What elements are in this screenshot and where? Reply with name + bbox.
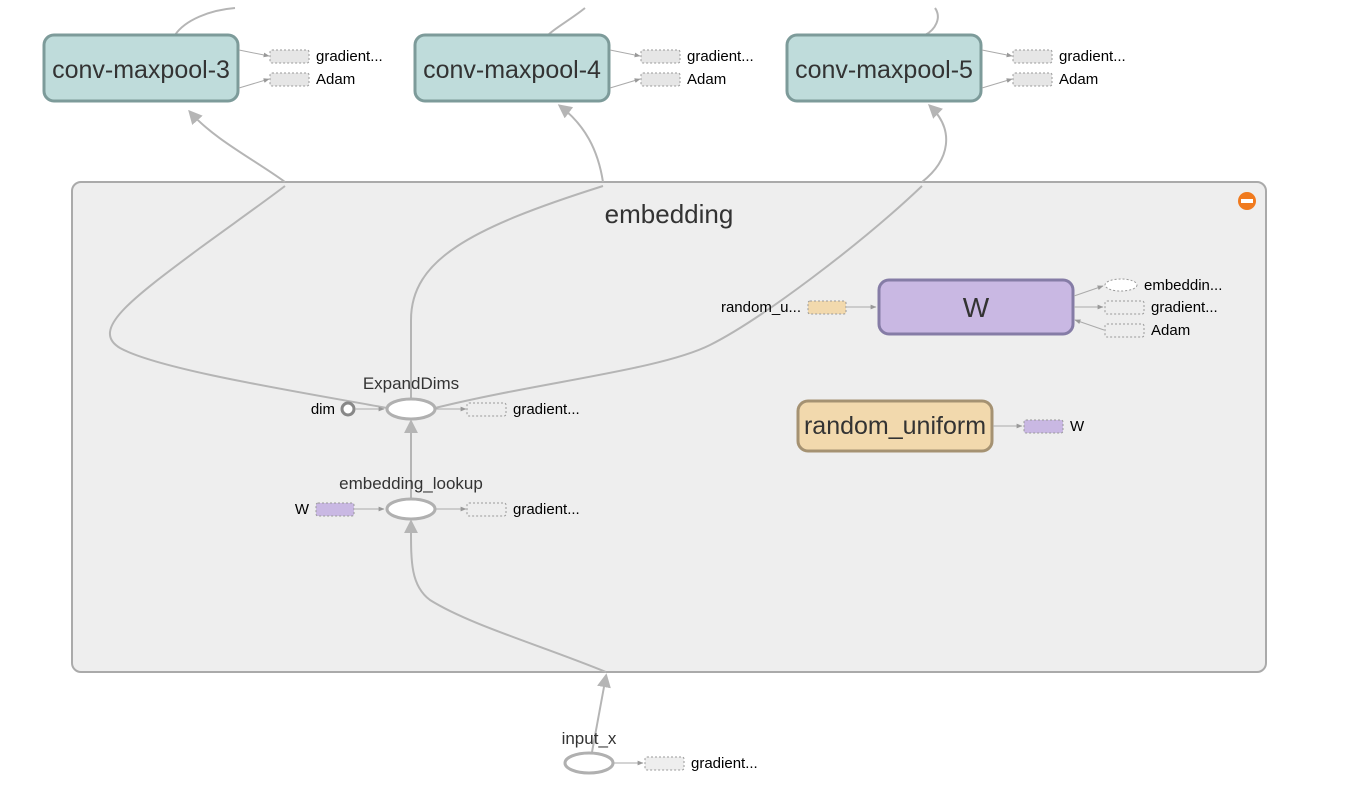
edge-conv3-entry <box>188 109 286 183</box>
expanddims-node[interactable] <box>385 397 437 421</box>
gradient-stub[interactable] <box>269 49 310 64</box>
edge-conv4-entry <box>557 104 604 183</box>
lookup-gradient-stub[interactable] <box>466 502 507 517</box>
edge-expanddims-conv3 <box>108 185 388 409</box>
w-variable-label: W <box>963 292 990 323</box>
conv-maxpool-4-aux: gradient... Adam <box>609 48 754 89</box>
w-adam-label: Adam <box>1151 322 1190 339</box>
conv-maxpool-4-adam-label: Adam <box>687 71 726 88</box>
w-gradient-label: gradient... <box>1151 299 1218 316</box>
input-x-gradient-label: gradient... <box>691 755 758 772</box>
w-variable-node[interactable]: W <box>877 278 1075 336</box>
conv-maxpool-5-label: conv-maxpool-5 <box>795 56 973 84</box>
embedding-lookup-node[interactable] <box>385 497 437 521</box>
w-adam-stub[interactable] <box>1104 323 1145 338</box>
dim-label: dim <box>311 401 335 418</box>
gradient-stub[interactable] <box>1012 49 1053 64</box>
conv-maxpool-4-label: conv-maxpool-4 <box>423 56 601 84</box>
conv-maxpool-4-node[interactable]: conv-maxpool-4 <box>413 33 611 103</box>
conv-maxpool-3-label: conv-maxpool-3 <box>52 56 230 84</box>
embedding-lookup-label: embedding_lookup <box>339 474 483 493</box>
edge-top-in-3 <box>174 7 236 36</box>
conv-maxpool-4-gradient-label: gradient... <box>687 48 754 65</box>
w-random-input-label: random_u... <box>721 299 801 316</box>
expanddims-label: ExpandDims <box>363 374 459 393</box>
conv-maxpool-3-adam-label: Adam <box>316 71 355 88</box>
gradient-stub[interactable] <box>640 49 681 64</box>
edge-top-in-5 <box>924 7 939 36</box>
w-embedding-stub[interactable] <box>1104 278 1138 292</box>
w-random-input-stub[interactable] <box>807 300 847 315</box>
input-x-gradient-stub[interactable] <box>644 756 685 771</box>
random-uniform-label: random_uniform <box>804 412 986 440</box>
dim-const-node[interactable] <box>340 401 356 417</box>
conv-maxpool-5-gradient-label: gradient... <box>1059 48 1126 65</box>
w-gradient-stub[interactable] <box>1104 300 1145 315</box>
random-uniform-w-label: W <box>1070 418 1085 435</box>
conv-maxpool-5-adam-label: Adam <box>1059 71 1098 88</box>
w-embedding-label: embeddin... <box>1144 277 1222 294</box>
conv-maxpool-3-gradient-label: gradient... <box>316 48 383 65</box>
edge-top-in-4 <box>547 7 586 36</box>
adam-stub[interactable] <box>640 72 681 87</box>
embedding-group-box[interactable] <box>71 181 1267 673</box>
expanddims-gradient-stub[interactable] <box>466 402 507 417</box>
edge-expanddims-conv4 <box>410 185 604 398</box>
lookup-w-stub[interactable] <box>315 502 355 517</box>
edge-expanddims-conv5 <box>434 185 923 409</box>
input-x-label: input_x <box>562 729 617 748</box>
conv-maxpool-5-aux: gradient... Adam <box>981 48 1126 89</box>
conv-maxpool-3-node[interactable]: conv-maxpool-3 <box>42 33 240 103</box>
conv-maxpool-5-node[interactable]: conv-maxpool-5 <box>785 33 983 103</box>
lookup-gradient-label: gradient... <box>513 501 580 518</box>
conv-maxpool-3-aux: gradient... Adam <box>238 48 383 89</box>
minus-circle-icon[interactable] <box>1238 192 1256 210</box>
edge-embedding-lookup-in <box>403 519 607 673</box>
expanddims-gradient-label: gradient... <box>513 401 580 418</box>
lookup-w-label: W <box>295 501 310 518</box>
embedding-group[interactable] <box>71 181 1267 673</box>
input-x-node[interactable] <box>563 751 615 775</box>
edge-inputx-embedding <box>591 673 611 753</box>
random-uniform-node[interactable]: random_uniform <box>796 399 994 453</box>
adam-stub[interactable] <box>1012 72 1053 87</box>
adam-stub[interactable] <box>269 72 310 87</box>
random-uniform-w-stub[interactable] <box>1023 419 1064 434</box>
embedding-title: embedding <box>605 199 734 229</box>
edge-conv5-entry <box>921 104 948 183</box>
